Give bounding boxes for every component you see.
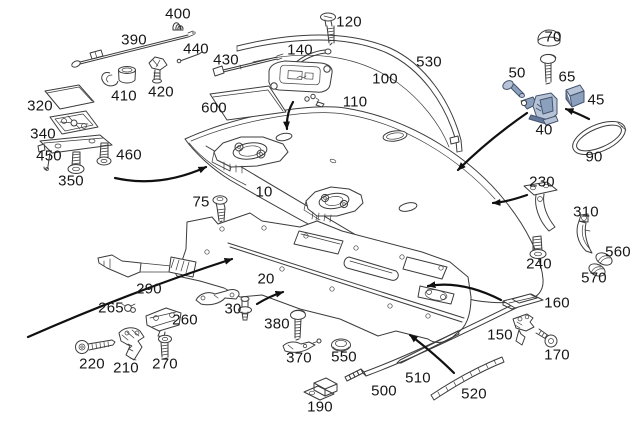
part-550-grommet[interactable]: [331, 338, 351, 352]
part-210-striker[interactable]: [118, 327, 145, 361]
part-400-spring-clip[interactable]: [172, 22, 184, 31]
part-20-inner-panel[interactable]: [97, 212, 472, 343]
part-380-screw[interactable]: [290, 309, 306, 341]
part-340-frame[interactable]: [49, 110, 99, 135]
part-160-latch-plate[interactable]: [502, 293, 544, 310]
part-label-270[interactable]: 270: [152, 355, 178, 373]
part-label-320[interactable]: 320: [27, 97, 53, 115]
part-45-wedge-highlighted[interactable]: [565, 84, 585, 108]
part-label-220[interactable]: 220: [79, 355, 105, 373]
part-230-stop-bracket[interactable]: [523, 181, 558, 232]
part-label-430[interactable]: 430: [213, 51, 239, 69]
part-370-bracket[interactable]: [282, 338, 322, 353]
part-label-600[interactable]: 600: [201, 99, 227, 117]
part-label-260[interactable]: 260: [172, 311, 198, 329]
part-420-bracket[interactable]: [148, 56, 168, 84]
part-270-screw[interactable]: [158, 334, 172, 360]
part-40-hinge-highlighted[interactable]: [520, 92, 559, 126]
part-520-rail-strip[interactable]: [430, 356, 505, 401]
part-label-20[interactable]: 20: [257, 270, 275, 288]
part-170-bolt[interactable]: [535, 328, 558, 348]
part-label-30[interactable]: 30: [224, 300, 242, 318]
part-220-screw[interactable]: [75, 339, 116, 354]
part-label-70[interactable]: 70: [544, 28, 562, 46]
part-label-410[interactable]: 410: [111, 87, 137, 105]
part-100-lock-unit[interactable]: [268, 60, 333, 93]
part-460-screw[interactable]: [96, 142, 112, 166]
part-265-nut[interactable]: [121, 303, 136, 313]
part-label-230[interactable]: 230: [529, 173, 555, 191]
part-label-45[interactable]: 45: [587, 91, 605, 109]
part-120-screw[interactable]: [320, 12, 336, 46]
part-75-screw[interactable]: [212, 195, 228, 223]
part-label-520[interactable]: 520: [461, 385, 487, 403]
part-450-base-plate[interactable]: [37, 134, 113, 171]
part-label-210[interactable]: 210: [113, 359, 139, 377]
part-label-90[interactable]: 90: [585, 148, 603, 166]
part-label-150[interactable]: 150: [487, 326, 513, 344]
part-label-265[interactable]: 265: [98, 299, 124, 317]
part-410-clamp-bush[interactable]: [101, 66, 136, 87]
part-label-240[interactable]: 240: [526, 255, 552, 273]
part-label-460[interactable]: 460: [116, 146, 142, 164]
part-label-510[interactable]: 510: [405, 369, 431, 387]
part-label-560[interactable]: 560: [605, 243, 631, 261]
part-440-link-rod[interactable]: [176, 51, 203, 64]
part-290-linkage[interactable]: [195, 289, 240, 306]
part-label-450[interactable]: 450: [36, 147, 62, 165]
part-10-outer-lid-panel[interactable]: [184, 106, 544, 338]
part-label-40[interactable]: 40: [535, 121, 553, 139]
part-90-seal-ring[interactable]: [568, 115, 630, 162]
part-label-570[interactable]: 570: [581, 269, 607, 287]
part-label-550[interactable]: 550: [331, 348, 357, 366]
part-label-160[interactable]: 160: [544, 294, 570, 312]
part-label-10[interactable]: 10: [255, 183, 273, 201]
part-label-310[interactable]: 310: [573, 203, 599, 221]
part-label-390[interactable]: 390: [121, 31, 147, 49]
part-350-screw[interactable]: [67, 151, 85, 174]
part-65-screw[interactable]: [540, 53, 557, 85]
part-label-380[interactable]: 380: [264, 315, 290, 333]
part-label-140[interactable]: 140: [287, 41, 313, 59]
part-190-stop-buffer[interactable]: [303, 377, 338, 401]
part-240-screw[interactable]: [529, 235, 547, 259]
part-label-420[interactable]: 420: [148, 83, 174, 101]
part-50-pivot-pin-highlighted[interactable]: [501, 79, 525, 98]
part-570-damper[interactable]: [587, 261, 607, 278]
part-600-insulation-pad[interactable]: [209, 85, 287, 121]
part-label-50[interactable]: 50: [508, 64, 526, 82]
part-310-support-arm[interactable]: [576, 213, 593, 254]
part-390-release-cable[interactable]: [71, 30, 196, 68]
part-150-latch[interactable]: [512, 313, 535, 346]
part-30-bolt[interactable]: [238, 296, 252, 321]
part-label-65[interactable]: 65: [558, 68, 576, 86]
part-label-75[interactable]: 75: [192, 193, 210, 211]
part-label-100[interactable]: 100: [372, 70, 398, 88]
part-label-340[interactable]: 340: [30, 125, 56, 143]
part-label-190[interactable]: 190: [307, 398, 333, 416]
part-label-370[interactable]: 370: [286, 349, 312, 367]
part-530-rear-seal-strip[interactable]: [236, 34, 463, 153]
part-label-440[interactable]: 440: [183, 40, 209, 58]
part-430-bowden-cable[interactable]: [212, 53, 284, 77]
part-320-pad[interactable]: [44, 84, 95, 110]
part-label-350[interactable]: 350: [58, 172, 84, 190]
part-label-400[interactable]: 400: [165, 5, 191, 23]
part-560-damper[interactable]: [594, 250, 614, 267]
part-label-110[interactable]: 110: [342, 93, 368, 111]
part-70-cap[interactable]: [537, 29, 561, 47]
part-label-500[interactable]: 500: [371, 382, 397, 400]
part-110-clip-set[interactable]: [304, 93, 325, 108]
part-510-trim-strip[interactable]: [396, 330, 460, 364]
leader-arrows: [26, 100, 591, 375]
part-label-290[interactable]: 290: [136, 280, 162, 298]
part-label-170[interactable]: 170: [544, 346, 570, 364]
part-label-530[interactable]: 530: [416, 53, 442, 71]
part-label-120[interactable]: 120: [336, 13, 362, 31]
